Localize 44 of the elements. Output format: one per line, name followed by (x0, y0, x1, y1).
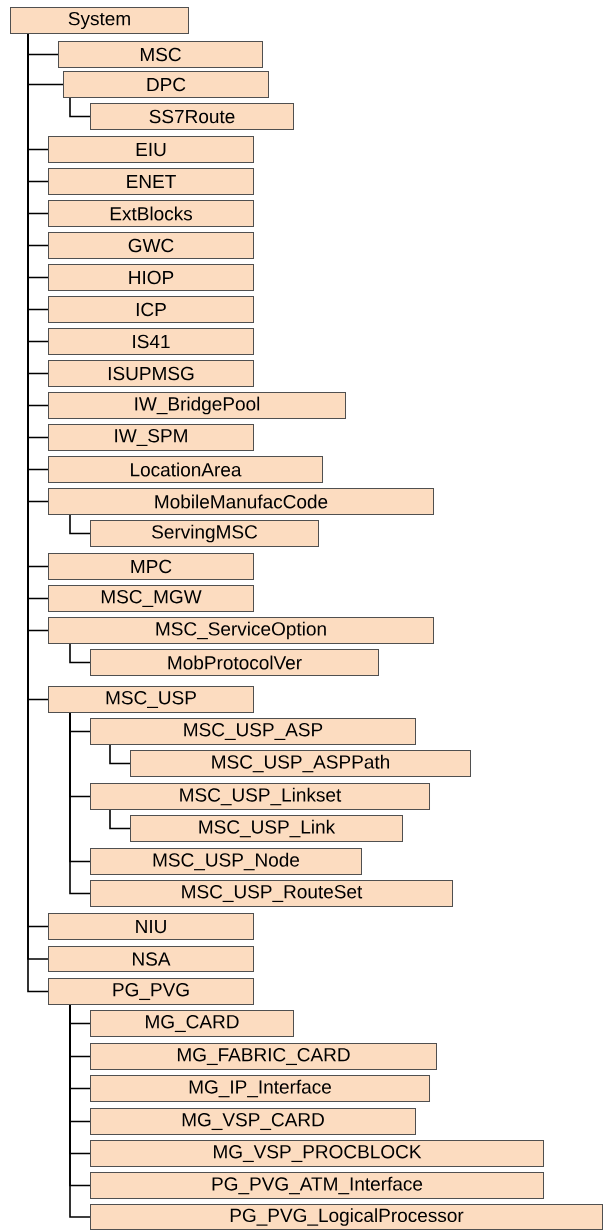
tree-box: NIU (48, 913, 254, 940)
tree-box: MSC_USP_Link (130, 815, 403, 842)
tree-box: ISUPMSG (48, 360, 254, 387)
tree-box: IW_BridgePool (48, 392, 346, 419)
tree-box: MobProtocolVer (90, 649, 379, 676)
tree-box: MSC_MGW (48, 585, 254, 612)
tree-box: EIU (48, 136, 254, 163)
tree-box: IS41 (48, 328, 254, 355)
tree-box: PG_PVG_LogicalProcessor (90, 1204, 603, 1230)
tree-box: MobileManufacCode (48, 488, 434, 515)
tree-box: MSC_USP_ASP (90, 718, 416, 745)
connector-line (109, 809, 131, 830)
tree-box: MSC_USP_ASPPath (130, 750, 471, 777)
connector-line (109, 744, 131, 765)
tree-box: NSA (48, 946, 254, 972)
tree-box: PG_PVG_ATM_Interface (90, 1172, 544, 1199)
tree-box: MPC (48, 553, 254, 580)
tree-box: ExtBlocks (48, 200, 254, 227)
tree-box: MG_FABRIC_CARD (90, 1043, 437, 1070)
tree-box: GWC (48, 232, 254, 259)
connector-line (69, 712, 91, 895)
tree-box: ENET (48, 168, 254, 195)
connector-line (69, 643, 91, 664)
tree-box: LocationArea (48, 456, 323, 483)
tree-box: MSC (58, 41, 263, 68)
tree-box: ServingMSC (90, 520, 319, 547)
tree-box: PG_PVG (48, 978, 254, 1005)
tree-box: MG_VSP_CARD (90, 1108, 416, 1135)
tree-box: IW_SPM (48, 424, 254, 451)
tree-box: MG_CARD (90, 1010, 294, 1037)
tree-box: MSC_USP_Node (90, 848, 362, 875)
tree-box: MG_IP_Interface (90, 1075, 430, 1102)
tree-box: HIOP (48, 264, 254, 291)
tree-box: MG_VSP_PROCBLOCK (90, 1140, 544, 1167)
tree-box: SS7Route (90, 103, 294, 130)
tree-box: ICP (48, 296, 254, 323)
tree-box: MSC_USP (48, 686, 254, 713)
tree-box: MSC_USP_Linkset (90, 783, 430, 810)
tree-box: MSC_ServiceOption (48, 617, 434, 644)
tree-box: System (10, 7, 189, 34)
connector-line (69, 97, 91, 118)
tree-box: MSC_USP_RouteSet (90, 880, 453, 907)
tree-box: DPC (63, 71, 269, 98)
connector-line (69, 514, 91, 535)
